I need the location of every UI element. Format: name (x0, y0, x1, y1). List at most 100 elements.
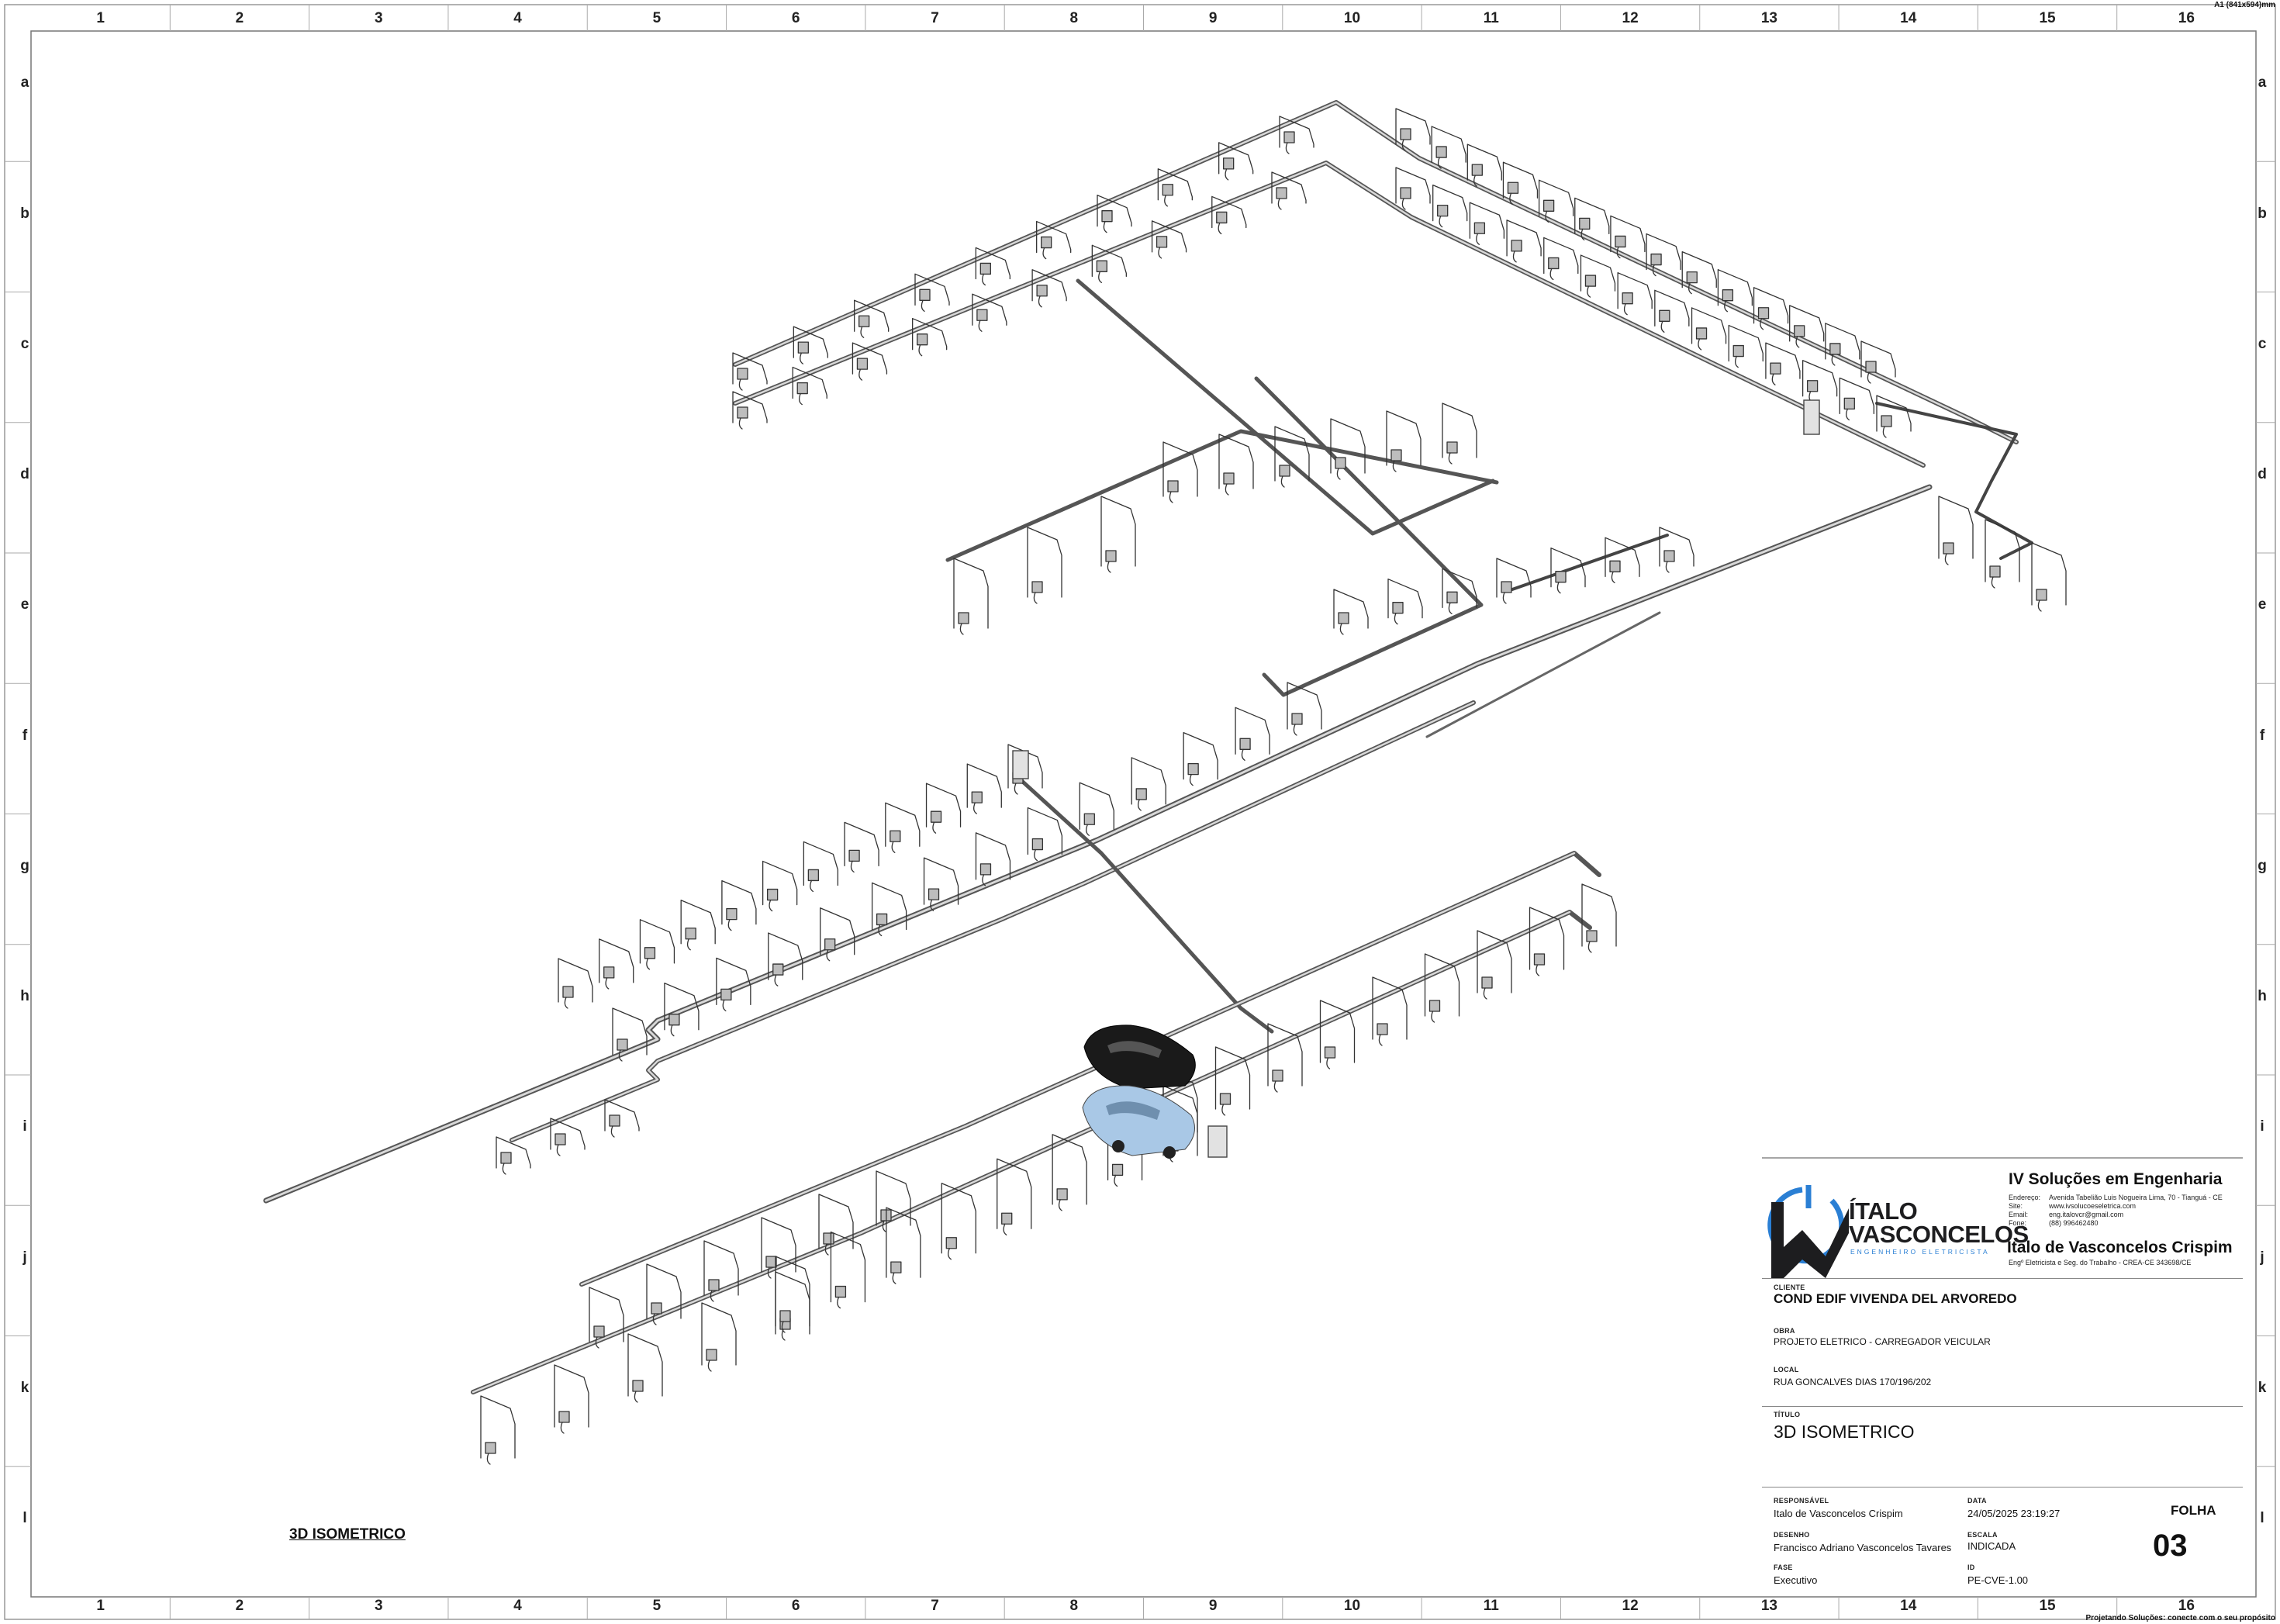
ev-charger-icon (1036, 220, 1072, 260)
grid-col-label-5-top: 5 (652, 10, 662, 26)
chargers-group (480, 108, 2067, 1465)
ev-charger-icon (1659, 527, 1694, 573)
ev-charger-icon (1386, 410, 1422, 472)
ev-charger-icon (589, 1287, 624, 1349)
local-value: RUA GONCALVES DIAS 170/196/202 (1774, 1377, 1932, 1387)
ev-charger-icon (1839, 377, 1874, 421)
grid-col-label-16-bottom: 16 (2178, 1598, 2195, 1614)
junction-box-icon (1207, 1125, 1228, 1158)
grid-col-label-3-bottom: 3 (374, 1598, 383, 1614)
engineer-name: Italo de Vasconcelos Crispim (2007, 1239, 2233, 1256)
ev-charger-icon (793, 326, 828, 365)
local-caption: LOCAL (1774, 1366, 1799, 1373)
ev-charger-icon (1333, 589, 1369, 635)
grid-col-label-10-top: 10 (1343, 10, 1361, 26)
middle-conduit (945, 429, 1499, 562)
car-icon (1082, 1085, 1195, 1159)
ev-charger-icon (1287, 682, 1322, 736)
fase-value: Executivo (1774, 1574, 1818, 1586)
ev-charger-icon (1151, 220, 1187, 259)
grid-row-label-b-right: b (2258, 205, 2267, 222)
ev-charger-icon (1938, 496, 1974, 565)
ev-charger-icon (844, 821, 879, 873)
paper-size-label: A1 (841x594)mm (2214, 1, 2275, 9)
ev-charger-icon (1183, 731, 1218, 786)
ev-charger-icon (599, 938, 634, 990)
id-value: PE-CVE-1.00 (1967, 1574, 2029, 1586)
grid-col-label-4-bottom: 4 (513, 1598, 522, 1614)
ev-charger-icon (792, 366, 827, 406)
ev-charger-icon (2031, 542, 2067, 612)
ev-charger-icon (732, 352, 768, 391)
company-name: IV Soluções em Engenharia (2009, 1170, 2223, 1188)
desenho-caption: DESENHO (1774, 1531, 1810, 1539)
ev-charger-icon (972, 293, 1007, 332)
ev-charger-icon (914, 273, 950, 312)
ev-charger-icon (1581, 883, 1617, 953)
ev-charger-icon (966, 763, 1002, 814)
ev-charger-icon (1802, 360, 1838, 403)
ev-charger-icon (1218, 142, 1254, 181)
client-caption: CLIENTE (1774, 1284, 1805, 1291)
ev-charger-icon (554, 1364, 589, 1434)
ev-charger-icon (1395, 108, 1431, 151)
titulo-caption: TÍTULO (1774, 1411, 1801, 1418)
ev-charger-icon (1691, 307, 1727, 351)
responsavel-caption: RESPONSÁVEL (1774, 1497, 1829, 1505)
ev-charger-icon (1574, 197, 1610, 241)
grid-col-label-11-top: 11 (1483, 10, 1499, 26)
ev-charger-icon (803, 841, 839, 893)
ev-charger-icon (1100, 496, 1136, 573)
grid-row-label-l-right: l (2260, 1510, 2264, 1527)
ev-charger-icon (1218, 434, 1254, 496)
right-conduit (1875, 402, 2033, 560)
ev-charger-icon (701, 1302, 737, 1372)
ev-charger-icon (1654, 289, 1690, 333)
escala-caption: ESCALA (1967, 1531, 1998, 1539)
ev-charger-icon (1330, 418, 1366, 480)
grid-col-label-5-bottom: 5 (652, 1598, 662, 1614)
ev-charger-icon (703, 1240, 739, 1302)
grid-row-label-h-left: h (20, 988, 29, 1005)
grid-col-label-8-bottom: 8 (1069, 1598, 1079, 1614)
ev-charger-icon (550, 1118, 586, 1156)
grid-col-label-1-top: 1 (96, 10, 105, 26)
ev-charger-icon (1825, 323, 1860, 366)
ev-charger-icon (1279, 116, 1314, 154)
ev-charger-icon (646, 1263, 682, 1325)
secondary-conduit (510, 700, 1476, 1142)
grid-col-label-8-top: 8 (1069, 10, 1079, 26)
grid-row-label-h-right: h (2258, 988, 2267, 1005)
ev-charger-icon (558, 958, 593, 1009)
ev-charger-icon (975, 247, 1010, 286)
grid-row-label-j-right: j (2260, 1249, 2264, 1266)
ev-charger-icon (1469, 202, 1505, 245)
ev-charger-icon (1395, 167, 1431, 210)
grid-col-label-13-bottom: 13 (1760, 1598, 1777, 1614)
ev-charger-icon (1424, 953, 1460, 1023)
grid-col-label-7-top: 7 (931, 10, 939, 26)
ev-charger-icon (871, 882, 907, 937)
grid-col-label-15-top: 15 (2039, 10, 2056, 26)
grid-col-label-2-bottom: 2 (235, 1598, 244, 1614)
ev-charger-icon (1442, 568, 1477, 614)
ev-charger-icon (1271, 171, 1307, 210)
grid-col-label-7-bottom: 7 (931, 1598, 939, 1614)
grid-row-label-a-left: a (20, 74, 29, 92)
grid-row-label-i-right: i (2260, 1118, 2264, 1135)
ev-charger-icon (1235, 707, 1270, 761)
ev-charger-icon (1789, 305, 1825, 348)
desenho-value: Francisco Adriano Vasconcelos Tavares (1774, 1542, 1952, 1553)
ev-charger-icon (886, 1207, 921, 1284)
grid-row-label-l-left: l (22, 1510, 27, 1527)
sheet-number: 03 (2153, 1529, 2188, 1563)
ev-charger-icon (1211, 195, 1247, 235)
engineer-title: Engº Eletricista e Seg. do Trabalho - CR… (2009, 1259, 2192, 1266)
obra-caption: OBRA (1774, 1327, 1795, 1335)
ev-charger-icon (941, 1183, 976, 1260)
logo-subtitle: ENGENHEIRO ELETRICISTA (1850, 1248, 1990, 1256)
ev-charger-icon (1753, 287, 1789, 330)
ev-charger-icon (1646, 233, 1681, 277)
ev-charger-icon (1538, 179, 1574, 223)
grid-col-label-9-top: 9 (1208, 10, 1218, 26)
